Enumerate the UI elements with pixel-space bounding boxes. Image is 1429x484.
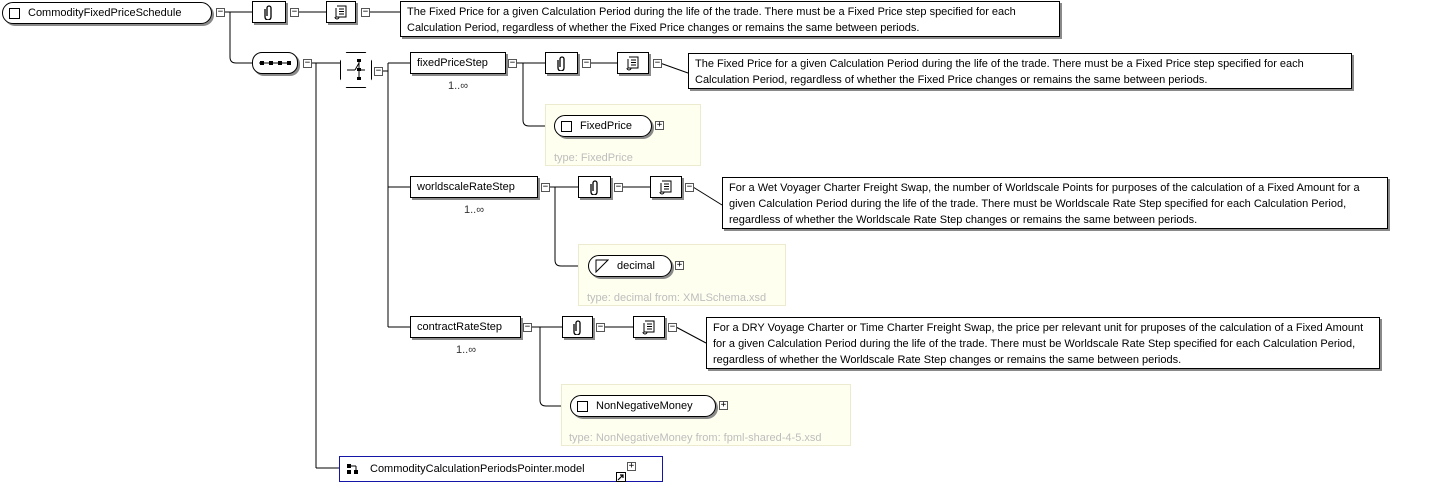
checkbox-icon xyxy=(561,120,572,132)
paperclip-icon xyxy=(556,56,565,71)
simple-type-triangle-icon xyxy=(595,259,609,273)
group-icon xyxy=(347,464,358,474)
choice-icon xyxy=(347,59,365,80)
root-documentation[interactable] xyxy=(326,1,356,23)
collapse-toggle-root-annotation[interactable]: − xyxy=(290,7,299,17)
collapse-toggle-contractrate-annotation[interactable]: − xyxy=(596,322,605,332)
element-name: contractRateStep xyxy=(417,321,502,333)
contractratestep-documentation[interactable] xyxy=(633,316,665,338)
root-doc-text: The Fixed Price for a given Calculation … xyxy=(400,1,1060,37)
element-contractratestep[interactable]: contractRateStep xyxy=(410,316,521,338)
collapse-toggle-root-doc[interactable]: − xyxy=(361,7,370,17)
element-worldscaleratestep[interactable]: worldscaleRateStep xyxy=(410,176,538,198)
type-name: NonNegativeMoney xyxy=(596,400,693,412)
collapse-toggle-root[interactable]: − xyxy=(216,7,225,17)
checkbox-icon xyxy=(577,400,588,412)
paperclip-icon xyxy=(264,5,272,20)
type-label: type: decimal from: XMLSchema.xsd xyxy=(587,292,767,304)
scroll-icon xyxy=(334,5,347,20)
sequence-icon xyxy=(259,61,291,65)
root-annotation[interactable] xyxy=(252,1,286,23)
collapse-toggle-fixedpricestep-annotation[interactable]: − xyxy=(582,58,591,68)
group-reference-name: CommodityCalculationPeriodsPointer.model xyxy=(370,463,585,475)
element-fixedpricestep[interactable]: fixedPriceStep xyxy=(410,52,506,74)
collapse-toggle-fixedpricestep[interactable]: − xyxy=(508,58,517,68)
expand-toggle-decimal[interactable]: + xyxy=(675,260,684,270)
contractratestep-annotation[interactable] xyxy=(562,316,593,338)
collapse-toggle-worldscale-doc[interactable]: − xyxy=(685,182,694,192)
type-name: FixedPrice xyxy=(580,120,632,132)
multiplicity-label: 1..∞ xyxy=(456,344,477,356)
collapse-toggle-fixedpricestep-doc[interactable]: − xyxy=(653,58,662,68)
expand-toggle-group[interactable]: + xyxy=(627,461,636,471)
paperclip-icon xyxy=(572,320,581,335)
type-fixedprice[interactable]: FixedPrice xyxy=(554,115,652,137)
worldscaleratestep-documentation[interactable] xyxy=(650,176,682,198)
multiplicity-label: 1..∞ xyxy=(448,80,469,92)
collapse-toggle-contractrate-doc[interactable]: − xyxy=(668,322,677,332)
scroll-icon xyxy=(659,180,672,195)
fixedpricestep-annotation[interactable] xyxy=(545,52,578,74)
element-name: worldscaleRateStep xyxy=(417,181,515,193)
collapse-toggle-choice[interactable]: − xyxy=(374,66,383,76)
worldscaleratestep-doc-text: For a Wet Voyager Charter Freight Swap, … xyxy=(722,177,1388,229)
contractratestep-doc-text: For a DRY Voyage Charter or Time Charter… xyxy=(706,317,1380,369)
collapse-toggle-worldscale-annotation[interactable]: − xyxy=(614,182,623,192)
worldscaleratestep-annotation[interactable] xyxy=(578,176,611,198)
collapse-toggle-contractratestep[interactable]: − xyxy=(523,322,532,332)
expand-toggle-fixedprice[interactable]: + xyxy=(655,120,664,130)
type-label: type: FixedPrice xyxy=(554,152,633,164)
type-name: decimal xyxy=(617,260,655,272)
element-name: fixedPriceStep xyxy=(417,57,488,69)
root-element-name: CommodityFixedPriceSchedule xyxy=(28,7,182,19)
sequence-compositor[interactable] xyxy=(252,52,298,74)
scroll-icon xyxy=(626,56,639,71)
expand-toggle-nonnegativemoney[interactable]: + xyxy=(719,400,728,410)
type-decimal[interactable]: decimal xyxy=(588,255,672,277)
reference-arrow-icon xyxy=(616,472,626,482)
group-reference[interactable]: CommodityCalculationPeriodsPointer.model xyxy=(339,456,663,482)
type-nonnegativemoney[interactable]: NonNegativeMoney xyxy=(570,395,716,417)
fixedpricestep-doc-text: The Fixed Price for a given Calculation … xyxy=(688,53,1352,89)
checkbox-icon xyxy=(9,7,20,19)
choice-compositor[interactable] xyxy=(340,52,372,88)
scroll-icon xyxy=(642,320,655,335)
root-element[interactable]: CommodityFixedPriceSchedule xyxy=(2,2,212,24)
paperclip-icon xyxy=(589,180,598,195)
fixedpricestep-documentation[interactable] xyxy=(617,52,649,74)
multiplicity-label: 1..∞ xyxy=(464,204,485,216)
type-label: type: NonNegativeMoney from: fpml-shared… xyxy=(569,432,822,444)
collapse-toggle-worldscaleratestep[interactable]: − xyxy=(541,182,550,192)
collapse-toggle-sequence[interactable]: − xyxy=(303,58,312,68)
